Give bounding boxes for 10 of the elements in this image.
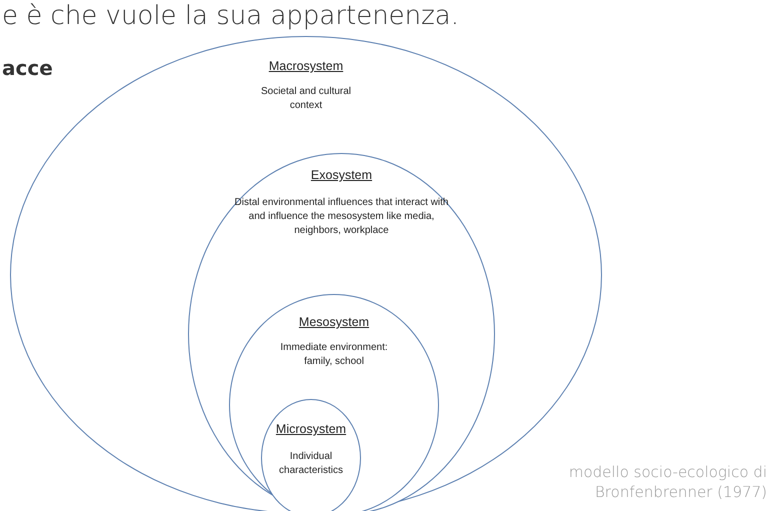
level-heading: Mesosystem bbox=[298, 315, 370, 329]
body-text: e è che vuole la sua appartenenza. bbox=[2, 1, 460, 31]
level-description: Immediate environment: family, school bbox=[279, 341, 389, 369]
level-description: Societal and cultural context bbox=[260, 85, 352, 113]
level-description: Individual characteristics bbox=[278, 450, 344, 478]
figure-caption: modello socio-ecologico di Bronfenbrenner (1977) bbox=[568, 462, 767, 502]
level-heading: Microsystem bbox=[276, 422, 346, 436]
section-heading: acce bbox=[2, 56, 53, 80]
level-heading: Exosystem bbox=[310, 168, 372, 182]
level-heading: Macrosystem bbox=[268, 59, 344, 73]
